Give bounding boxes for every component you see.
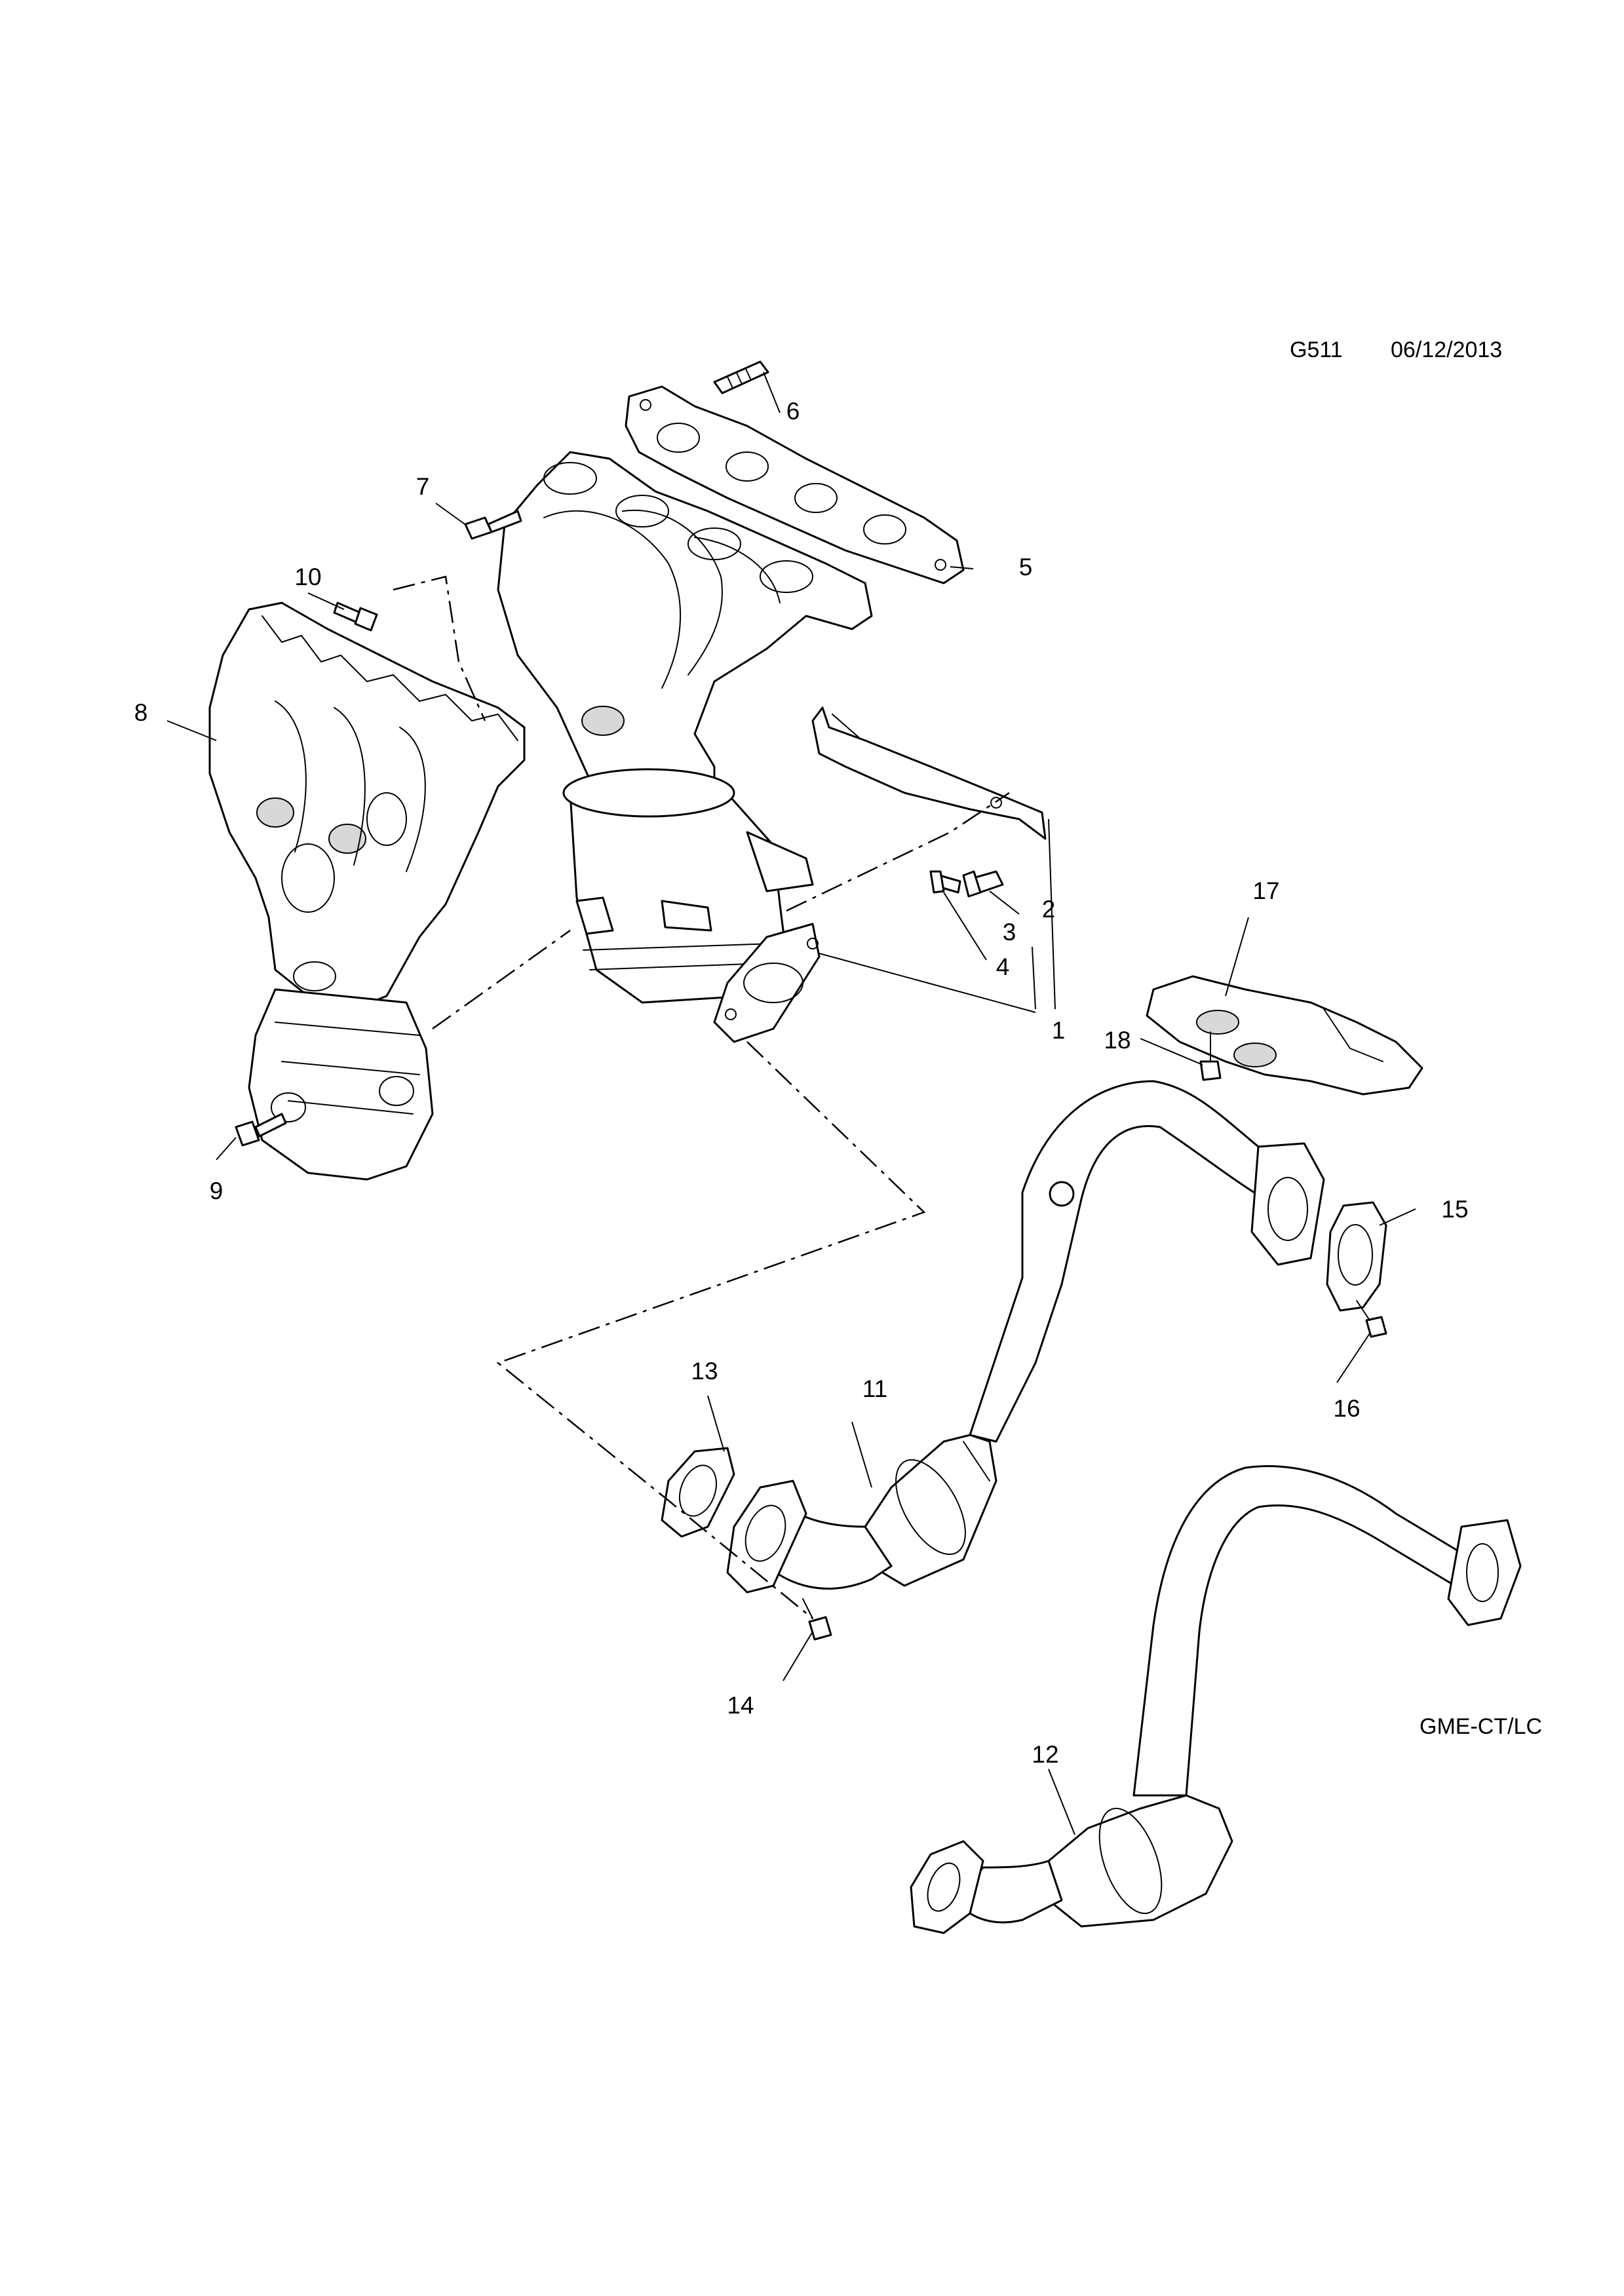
footer-code: GME-CT/LC (1420, 1714, 1542, 1739)
callout-5: 5 (1019, 554, 1033, 581)
diagram-code: G511 (1290, 337, 1343, 362)
callout-13: 13 (691, 1358, 718, 1385)
callout-15: 15 (1441, 1196, 1468, 1223)
diagram-date: 06/12/2013 (1391, 337, 1503, 362)
callout-11: 11 (862, 1375, 887, 1402)
part-1-manifold-catalytic-converter (497, 451, 873, 1043)
callout-4: 4 (996, 953, 1010, 980)
part-9-bolt (235, 1113, 287, 1147)
callout-1: 1 (1052, 1017, 1066, 1044)
callout-17: 17 (1252, 877, 1279, 904)
part-7-bolt (464, 510, 522, 540)
part-18-nut (1199, 1031, 1222, 1081)
callout-labels: 1 2 3 4 5 6 7 8 9 10 11 12 13 14 15 16 1… (134, 398, 1469, 1768)
callout-16: 16 (1333, 1395, 1360, 1422)
callout-8: 8 (134, 699, 148, 726)
part-14-nut (802, 1598, 832, 1641)
callout-6: 6 (786, 398, 800, 425)
assembly-lines (393, 575, 1010, 1619)
leader-lines (166, 372, 1416, 1835)
callout-2: 2 (1042, 896, 1056, 923)
part-10-bolt (333, 602, 378, 632)
callout-3: 3 (1003, 919, 1016, 946)
part-8-heat-shield (208, 602, 526, 1181)
part-13-gasket (661, 1447, 735, 1538)
part-16-nut (1356, 1300, 1387, 1338)
callout-12: 12 (1032, 1741, 1058, 1768)
callout-18: 18 (1104, 1027, 1131, 1054)
callout-14: 14 (727, 1692, 754, 1719)
part-6-stud (713, 360, 769, 394)
part-15-gasket (1326, 1201, 1387, 1312)
callout-10: 10 (294, 564, 321, 590)
callout-7: 7 (416, 473, 430, 500)
part-2-bracket (811, 706, 1047, 840)
part-17-heat-shield (1146, 975, 1423, 1096)
callout-9: 9 (210, 1177, 223, 1204)
part-4-bolt (929, 870, 961, 894)
part-3-bolt (962, 870, 1004, 898)
part-12-front-pipe (910, 1465, 1522, 1934)
part-11-front-pipe (726, 1080, 1325, 1594)
part-5-manifold-gasket (625, 385, 965, 584)
